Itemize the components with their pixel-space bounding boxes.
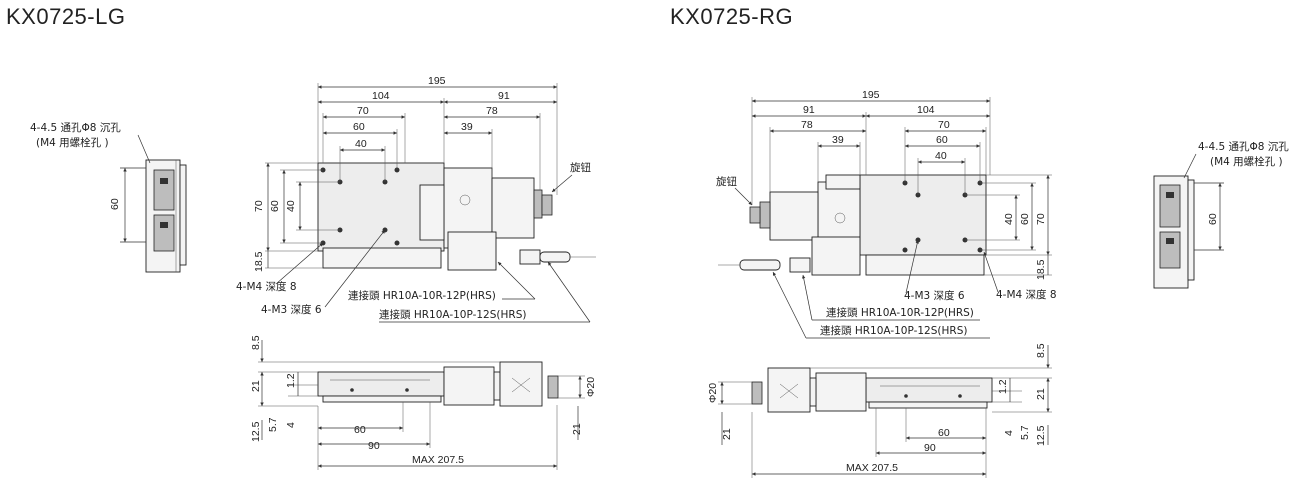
lg-fdim-90: 90 [368, 440, 380, 452]
lg-m3-note: 4-M3 深度 6 [261, 303, 322, 316]
rg-fdim-max: MAX 207.5 [846, 462, 898, 474]
lg-fdim-5-7: 5.7 [267, 417, 279, 432]
title-left: KX0725-LG [6, 4, 126, 29]
lg-fdim-60: 60 [354, 424, 366, 436]
rg-hole-note-line2: (M4 用螺栓孔 ) [1210, 155, 1283, 168]
rg-dim-39: 39 [832, 134, 844, 146]
rg-knob-label: 旋钮 [716, 175, 737, 188]
rg-fdim-21: 21 [1035, 388, 1047, 400]
lg-dim-195: 195 [428, 75, 446, 87]
rg-vdim-18-5: 18.5 [1035, 259, 1047, 280]
lg-hole-note-line2: (M4 用螺栓孔 ) [36, 136, 109, 149]
lg-fdim-12-5: 12.5 [250, 421, 262, 442]
rg-top-view [718, 174, 987, 276]
rg-front-dims [718, 345, 1052, 478]
rg-fdim-1-2: 1.2 [997, 379, 1009, 394]
rg-conn2-note: 連接頭 HR10A-10P-12S(HRS) [820, 324, 967, 337]
rg-fdim-4: 4 [1003, 430, 1015, 436]
rg-vdim-70: 70 [1035, 213, 1047, 225]
rg-vert-dims [965, 174, 1052, 276]
lg-vdim-60: 60 [269, 200, 281, 212]
lg-fdim-21: 21 [250, 380, 262, 392]
title-right: KX0725-RG [670, 4, 794, 29]
rg-fdim-60: 60 [938, 427, 950, 439]
lg-fdim-phi20: Φ20 [585, 377, 597, 397]
rg-m4-note: 4-M4 深度 8 [996, 288, 1057, 301]
lg-dim-78: 78 [486, 105, 498, 117]
lg-front-view [317, 361, 559, 407]
rg-dim-70: 70 [938, 119, 950, 131]
lg-fdim-max: MAX 207.5 [412, 454, 464, 466]
rg-vdim-40: 40 [1003, 213, 1015, 225]
lg-top-dims [317, 83, 558, 195]
lg-conn1-note: 連接頭 HR10A-10R-12P(HRS) [348, 289, 496, 302]
rg-dim-40: 40 [935, 150, 947, 162]
lg-fdim-4: 4 [285, 422, 297, 428]
rg-hole-note-line1: 4-4.5 通孔Φ8 沉孔 [1198, 140, 1289, 153]
lg-conn2-note: 連接頭 HR10A-10P-12S(HRS) [379, 308, 526, 321]
lg-dim-39: 39 [461, 121, 473, 133]
rg-dim-104: 104 [917, 104, 935, 116]
lg-m4-note: 4-M4 深度 8 [236, 280, 297, 293]
lg-top-view [317, 162, 596, 271]
lg-fdim-1-2: 1.2 [285, 373, 297, 388]
rg-dim-195: 195 [862, 89, 880, 101]
lg-dim-60: 60 [353, 121, 365, 133]
lg-dim-104: 104 [372, 90, 390, 102]
lg-fdim-8-5: 8.5 [250, 335, 262, 350]
lg-front-dims [258, 340, 585, 470]
lg-vdim-18-5: 18.5 [253, 251, 265, 272]
rg-conn1-note: 連接頭 HR10A-10R-12P(HRS) [826, 306, 974, 319]
rg-fdim-8-5: 8.5 [1035, 343, 1047, 358]
rg-top-dims [751, 97, 991, 205]
rg-vdim-60: 60 [1019, 213, 1031, 225]
rg-fdim-5-7: 5.7 [1019, 425, 1031, 440]
lg-vdim-70: 70 [253, 200, 265, 212]
lg-side-dim-60: 60 [109, 198, 121, 210]
rg-fdim-phi20: Φ20 [707, 383, 719, 403]
lg-knob-label: 旋钮 [570, 161, 591, 174]
rg-side-dim-60: 60 [1207, 213, 1219, 225]
lg-vdim-40: 40 [285, 200, 297, 212]
lg-dim-70: 70 [357, 105, 369, 117]
rg-front-view [751, 367, 993, 413]
rg-fdim-12-5: 12.5 [1035, 425, 1047, 446]
rg-dim-91: 91 [803, 104, 815, 116]
lg-dim-40: 40 [355, 138, 367, 150]
rg-m3-note: 4-M3 深度 6 [904, 289, 965, 302]
rg-fdim-90: 90 [924, 442, 936, 454]
rg-dim-78: 78 [801, 119, 813, 131]
lg-hole-note-line1: 4-4.5 通孔Φ8 沉孔 [30, 121, 121, 134]
lg-dim-91: 91 [498, 90, 510, 102]
rg-side-view [1153, 175, 1224, 289]
lg-side-view [120, 159, 187, 273]
rg-dim-60: 60 [936, 134, 948, 146]
lg-fdim-21b: 21 [571, 423, 583, 435]
rg-fdim-21b: 21 [721, 428, 733, 440]
